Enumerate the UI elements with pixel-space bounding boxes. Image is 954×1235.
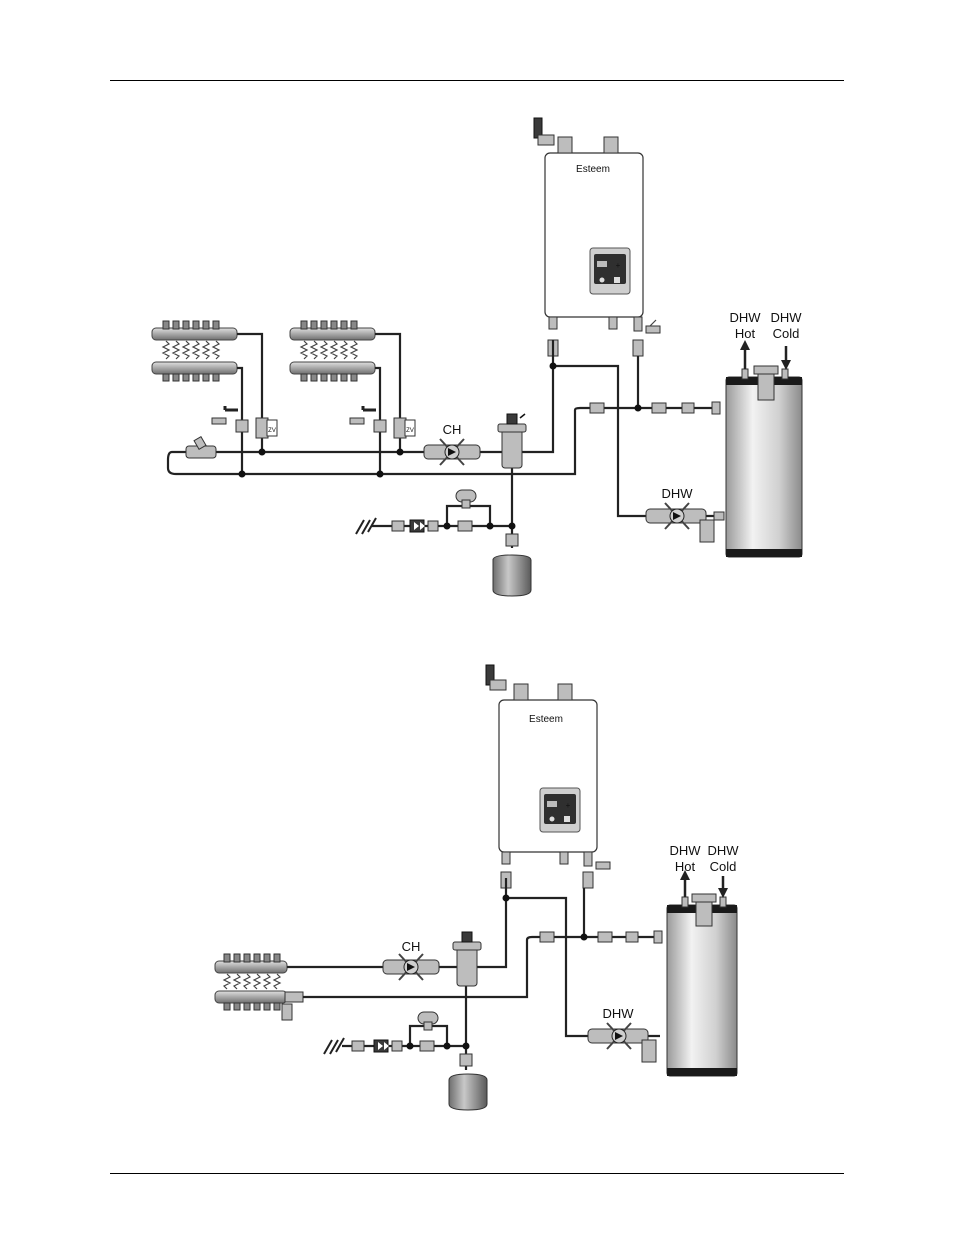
hydraulic-separator-1	[498, 414, 526, 468]
ch-pump-label-1: CH	[443, 422, 462, 437]
boiler-1: Esteem +	[534, 118, 660, 356]
indirect-tank-1: DHW Hot DHW Cold	[726, 310, 802, 557]
makeup-water-2	[324, 1012, 438, 1054]
dhw-cold-label-1a: DHW	[770, 310, 802, 325]
makeup-water-1	[356, 490, 476, 534]
dhw-hot-label-2b: Hot	[675, 859, 696, 874]
manifold-2	[215, 954, 303, 1020]
dhw-pump-label-2: DHW	[602, 1006, 634, 1021]
dhw-hot-label-2a: DHW	[669, 843, 701, 858]
ch-pump-2: CH	[383, 939, 439, 980]
dhw-pump-label-1: DHW	[661, 486, 693, 501]
ball-valves-1	[186, 406, 386, 458]
boiler-1-brand: Esteem	[576, 164, 610, 175]
dhw-cold-label-2a: DHW	[707, 843, 739, 858]
expansion-tank-1	[493, 534, 531, 596]
boiler-2-brand: Esteem	[529, 714, 563, 725]
diagram-2: Esteem +	[215, 665, 739, 1110]
expansion-tank-2	[449, 1054, 487, 1110]
boiler-2: Esteem +	[486, 665, 610, 888]
dhw-cold-label-1b: Cold	[773, 326, 800, 341]
display-plus-icon-2: +	[566, 801, 571, 810]
hydraulic-separator-2	[453, 932, 481, 986]
dhw-cold-label-2b: Cold	[710, 859, 737, 874]
ch-pump-1: CH	[424, 422, 480, 465]
piping-1	[168, 334, 720, 548]
dhw-hot-label-1b: Hot	[735, 326, 756, 341]
indirect-tank-2: DHW Hot DHW Cold	[667, 843, 739, 1076]
manifold-1a	[152, 321, 237, 381]
display-plus-icon: +	[616, 261, 621, 270]
dhw-hot-label-1a: DHW	[729, 310, 761, 325]
ch-pump-label-2: CH	[402, 939, 421, 954]
dhw-pump-2: DHW	[588, 1006, 656, 1062]
zone-valve-label-2: ZV	[406, 428, 414, 434]
zone-valve-label-1: ZV	[268, 428, 276, 434]
zone-valves-1: ZV ZV	[256, 418, 415, 438]
diagram-1: Esteem +	[152, 118, 802, 596]
dhw-pump-1: DHW	[646, 486, 724, 542]
manifold-1b	[290, 321, 375, 381]
